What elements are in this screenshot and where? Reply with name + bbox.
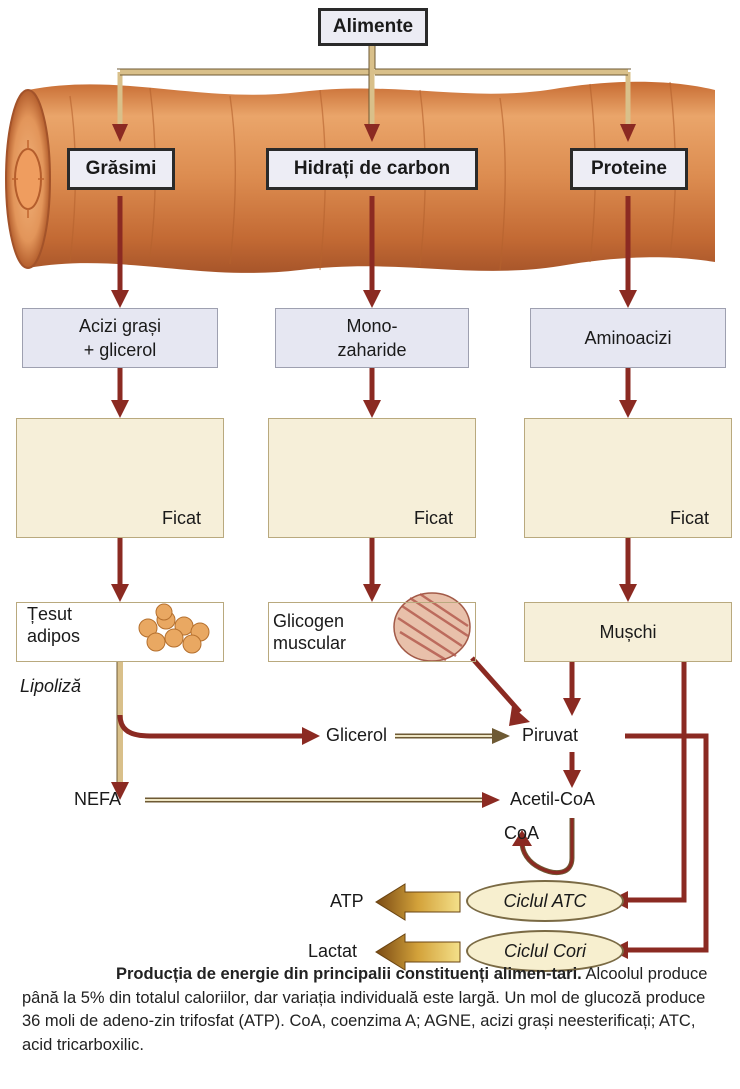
food-label: Alimente xyxy=(333,16,413,38)
fatty-acids-line1: Acizi grași xyxy=(79,314,161,338)
amino-acids-box: Aminoacizi xyxy=(530,308,726,368)
lipolysis-label: Lipoliză xyxy=(20,676,81,697)
fatty-acids-box: Acizi grași + glicerol xyxy=(22,308,218,368)
liver-label-proteins: Ficat xyxy=(670,508,709,529)
proteins-label: Proteine xyxy=(591,158,667,180)
food-box: Alimente xyxy=(318,8,428,46)
glycogen-line2: muscular xyxy=(273,632,346,654)
fatty-acids-line2: + glicerol xyxy=(84,338,157,362)
liver-label-fats: Ficat xyxy=(162,508,201,529)
atp-label: ATP xyxy=(330,891,364,912)
glycerol-label: Glicerol xyxy=(326,725,387,746)
cori-cycle-label: Ciclul Cori xyxy=(504,941,586,962)
nefa-label: NEFA xyxy=(74,789,121,810)
monosaccharides-box: Mono- zaharide xyxy=(275,308,469,368)
fats-label: Grăsimi xyxy=(86,158,157,180)
coa-label: CoA xyxy=(504,823,539,844)
energy-output-arrows xyxy=(376,884,460,970)
muscle-label: Mușchi xyxy=(599,621,656,643)
lactate-label: Lactat xyxy=(308,941,357,962)
adipose-line2: adipos xyxy=(27,625,80,647)
fats-box: Grăsimi xyxy=(67,148,175,190)
monosaccharides-line2: zaharide xyxy=(337,338,406,362)
proteins-box: Proteine xyxy=(570,148,688,190)
carbohydrates-box: Hidrați de carbon xyxy=(266,148,478,190)
muscle-glycogen-box: Glicogen muscular xyxy=(268,602,476,662)
amino-acids-label: Aminoacizi xyxy=(584,326,671,350)
monosaccharides-line1: Mono- xyxy=(346,314,397,338)
krebs-cycle: Ciclul ATC xyxy=(466,880,624,922)
pyruvate-label: Piruvat xyxy=(522,725,578,746)
acetyl-coa-label: Acetil-CoA xyxy=(510,789,595,810)
liver-label-carbs: Ficat xyxy=(414,508,453,529)
glycogen-line1: Glicogen xyxy=(273,610,344,632)
figure-caption: Producția de energie din principalii con… xyxy=(22,963,722,1057)
carbohydrates-label: Hidrați de carbon xyxy=(294,158,450,180)
adipose-line1: Țesut xyxy=(27,603,72,625)
caption-bold: Producția de energie din principalii con… xyxy=(116,965,582,983)
muscle-box: Mușchi xyxy=(524,602,732,662)
krebs-cycle-label: Ciclul ATC xyxy=(503,891,586,912)
adipose-tissue-box: Țesut adipos xyxy=(16,602,224,662)
